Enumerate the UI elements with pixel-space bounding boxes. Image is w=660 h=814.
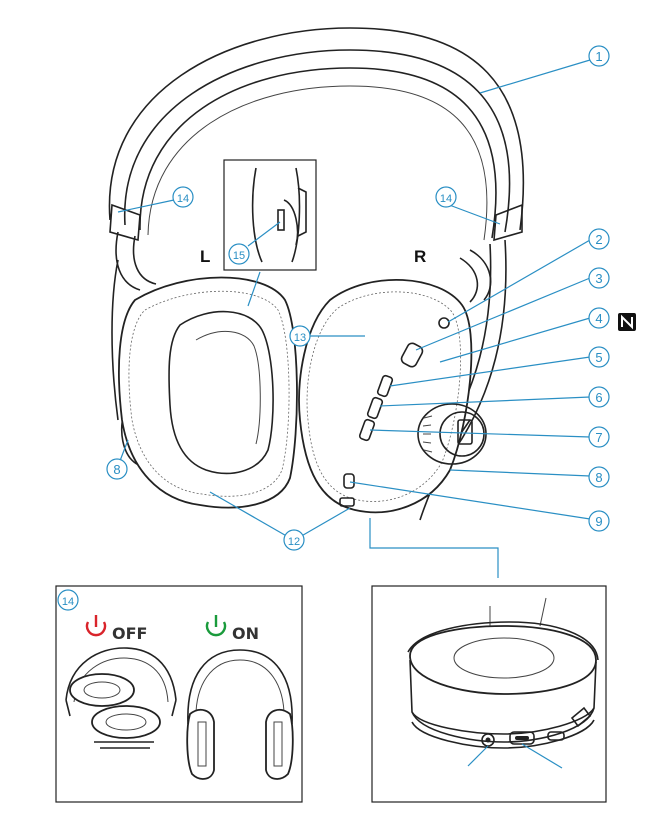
callout-14-box: 14	[57, 589, 79, 611]
unfolded-headphone	[186, 649, 294, 780]
svg-text:7: 7	[595, 430, 602, 445]
left-earcup	[118, 276, 298, 509]
power-off-icon	[85, 615, 107, 637]
connector-detail-box	[371, 585, 607, 803]
callout-2: 2	[588, 228, 610, 250]
svg-text:8: 8	[113, 462, 120, 477]
svg-text:2: 2	[595, 232, 602, 247]
svg-text:4: 4	[595, 311, 602, 326]
svg-text:6: 6	[595, 390, 602, 405]
callout-9: 9	[588, 510, 610, 532]
svg-text:14: 14	[177, 193, 189, 205]
callout-12: 12	[283, 529, 305, 551]
callout-6: 6	[588, 386, 610, 408]
power-on-icon	[205, 615, 227, 637]
callout-13: 13	[289, 325, 311, 347]
callout-4: 4	[588, 307, 610, 329]
callout-7: 7	[588, 426, 610, 448]
power-on-label: ON	[232, 624, 259, 643]
folded-headphone	[65, 647, 177, 749]
nfc-n-icon	[618, 313, 636, 331]
svg-text:1: 1	[595, 49, 602, 64]
svg-text:13: 13	[294, 332, 306, 344]
callout-5: 5	[588, 346, 610, 368]
svg-text:9: 9	[595, 514, 602, 529]
right-earcup	[298, 278, 487, 514]
callout-1: 1	[588, 45, 610, 67]
power-off-label: OFF	[112, 624, 147, 643]
svg-text:8: 8	[595, 470, 602, 485]
callout-8-left: 8	[106, 458, 128, 480]
callout-15: 15	[228, 243, 250, 265]
power-state-box: 14 OFF ON	[55, 585, 303, 803]
svg-text:14: 14	[62, 596, 74, 608]
callout-14-left: 14	[172, 186, 194, 208]
right-side-label: R	[414, 247, 426, 266]
svg-text:15: 15	[233, 250, 245, 262]
left-side-label: L	[200, 247, 210, 266]
callout-3: 3	[588, 267, 610, 289]
leader-lines	[117, 59, 591, 578]
svg-text:14: 14	[440, 193, 452, 205]
svg-text:5: 5	[595, 350, 602, 365]
headband	[108, 27, 525, 242]
svg-text:3: 3	[595, 271, 602, 286]
callout-8-right: 8	[588, 466, 610, 488]
callout-14-right: 14	[435, 186, 457, 208]
svg-text:12: 12	[288, 536, 300, 548]
